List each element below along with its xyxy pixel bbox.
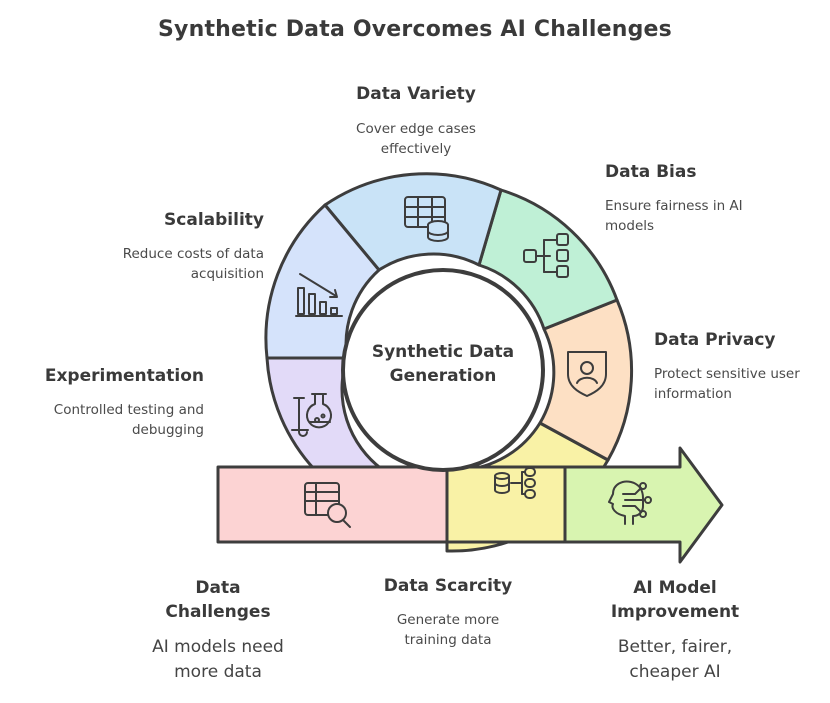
scalability-title: Scalability bbox=[164, 210, 264, 230]
data-flow-icon bbox=[494, 467, 536, 499]
ai-model-improvement-desc-line2: cheaper AI bbox=[629, 662, 721, 682]
ai-model-improvement-title-line2: Improvement bbox=[610, 602, 740, 622]
data-variety-desc-line1: Cover edge cases bbox=[356, 121, 476, 137]
data-challenges-description: AI models need more data bbox=[118, 635, 318, 685]
scalability-description: Reduce costs of data acquisition bbox=[64, 244, 264, 284]
database-table-icon bbox=[404, 196, 449, 242]
data-bias-description: Ensure fairness in AI models bbox=[605, 196, 743, 236]
shield-user-icon bbox=[567, 351, 607, 397]
data-privacy-desc-line1: Protect sensitive user bbox=[654, 366, 800, 382]
data-variety-title: Data Variety bbox=[356, 84, 476, 104]
experimentation-desc-line1: Controlled testing and bbox=[53, 402, 204, 418]
data-challenges-title-line2: Challenges bbox=[165, 602, 271, 622]
ring bbox=[264, 172, 634, 553]
scalability-desc-line2: acquisition bbox=[190, 266, 264, 282]
lab-flask-icon bbox=[291, 393, 332, 437]
ai-model-improvement-description: Better, fairer, cheaper AI bbox=[575, 635, 775, 685]
ai-model-improvement-desc-line1: Better, fairer, bbox=[617, 637, 733, 657]
data-scarcity-title: Data Scarcity bbox=[383, 576, 513, 596]
data-variety-description: Cover edge cases effectively bbox=[316, 119, 516, 159]
flow-diagram-icon bbox=[523, 233, 569, 278]
ai-model-improvement-title-line1: AI Model bbox=[633, 578, 717, 598]
data-challenges-title-line1: Data bbox=[195, 578, 241, 598]
data-variety-desc-line2: effectively bbox=[380, 141, 452, 157]
center-label: Synthetic Data Generation bbox=[343, 340, 543, 388]
data-scarcity-desc-line2: training data bbox=[404, 632, 492, 648]
ring-segment-scalability bbox=[264, 203, 381, 360]
data-bias-desc-line2: models bbox=[605, 218, 655, 234]
data-bias-desc-line1: Ensure fairness in AI bbox=[605, 198, 743, 214]
scalability-desc-line1: Reduce costs of data bbox=[122, 246, 264, 262]
table-search-icon bbox=[304, 482, 351, 528]
data-challenges-desc-line1: AI models need bbox=[152, 637, 284, 657]
page-title: Synthetic Data Overcomes AI Challenges bbox=[158, 17, 672, 42]
data-bias-title: Data Bias bbox=[605, 162, 697, 182]
center-label-line1: Synthetic Data bbox=[371, 342, 515, 362]
ring-segment-privacy bbox=[538, 298, 634, 462]
ai-head-icon bbox=[608, 480, 652, 525]
ring-segment-variety bbox=[323, 172, 503, 272]
experimentation-title: Experimentation bbox=[44, 366, 204, 386]
data-privacy-desc-line2: information bbox=[654, 386, 732, 402]
data-privacy-title: Data Privacy bbox=[654, 330, 776, 350]
data-challenges-title: Data Challenges bbox=[118, 576, 318, 624]
experimentation-desc-line2: debugging bbox=[131, 422, 204, 438]
data-privacy-description: Protect sensitive user information bbox=[654, 364, 800, 404]
data-challenges-desc-line2: more data bbox=[174, 662, 262, 682]
declining-bar-chart-icon bbox=[295, 273, 343, 317]
data-scarcity-description: Generate more training data bbox=[348, 610, 548, 650]
data-scarcity-desc-line1: Generate more bbox=[396, 612, 500, 628]
ai-model-improvement-title: AI Model Improvement bbox=[575, 576, 775, 624]
center-label-line2: Generation bbox=[389, 366, 497, 386]
ring-segment-bias bbox=[477, 188, 619, 331]
experimentation-description: Controlled testing and debugging bbox=[4, 400, 204, 440]
center-circle bbox=[341, 268, 545, 472]
